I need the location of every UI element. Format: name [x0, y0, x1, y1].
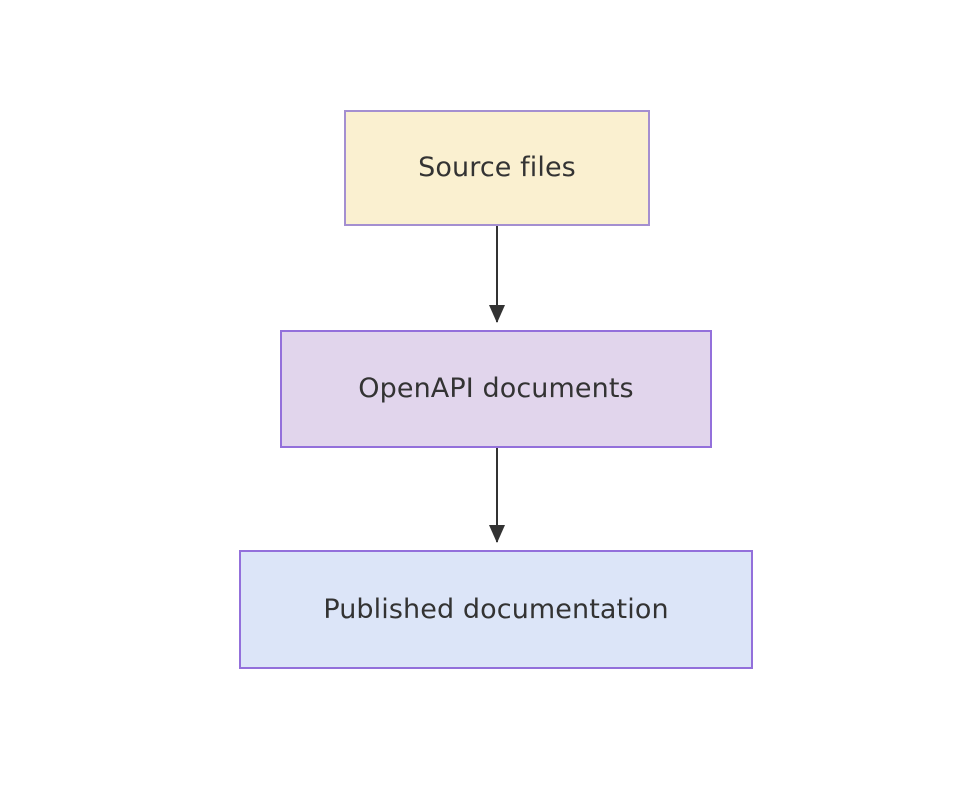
- node-source-files[interactable]: Source files: [344, 110, 650, 226]
- node-published-documentation[interactable]: Published documentation: [239, 550, 753, 669]
- node-source-files-label: Source files: [418, 152, 576, 184]
- node-openapi-documents[interactable]: OpenAPI documents: [280, 330, 712, 448]
- node-openapi-documents-label: OpenAPI documents: [358, 373, 634, 405]
- node-published-documentation-label: Published documentation: [323, 593, 669, 625]
